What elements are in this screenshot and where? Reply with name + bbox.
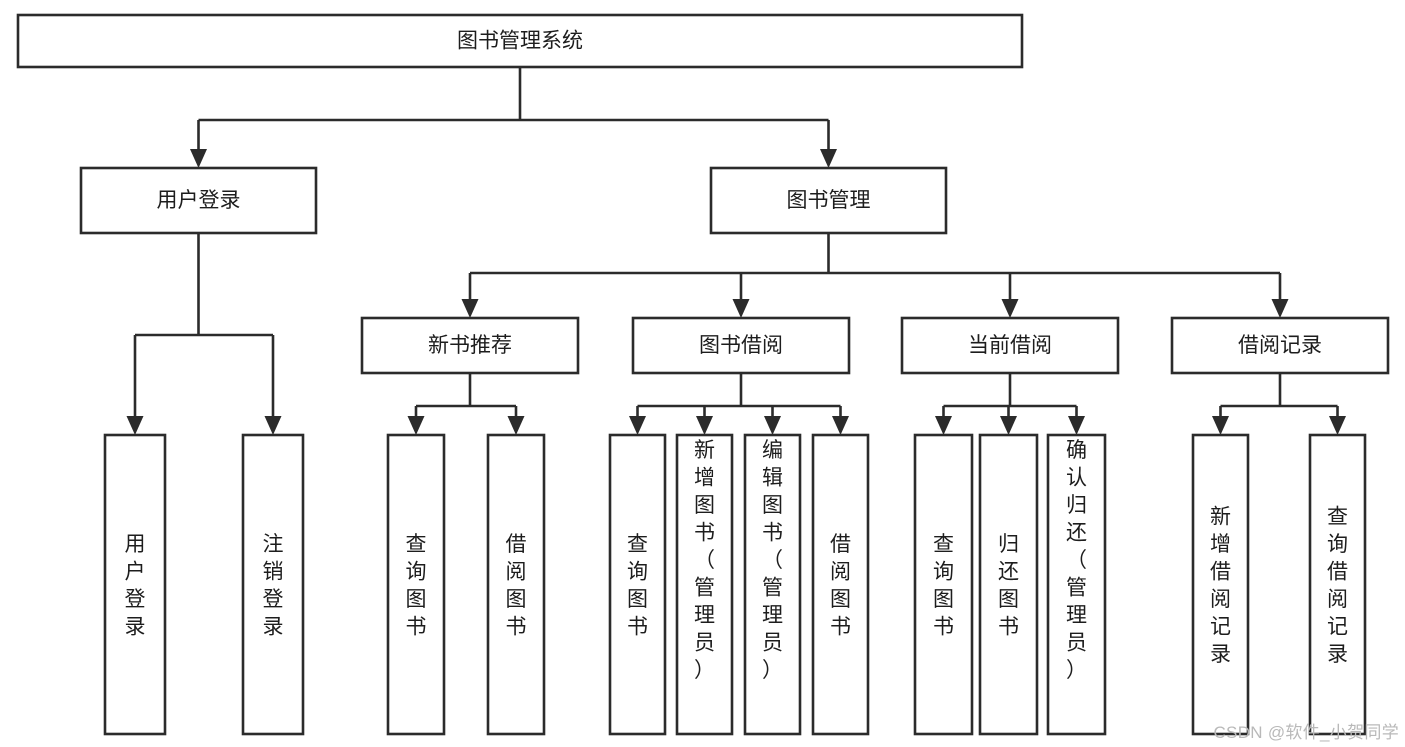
node-label: 查询图书 (933, 533, 954, 639)
arrow-head-icon (1329, 416, 1346, 435)
arrow-head-icon (126, 416, 144, 435)
node-box (103, 433, 167, 736)
watermark-label: CSDN @软件_小贺同学 (1213, 723, 1399, 742)
node-box (1046, 433, 1107, 736)
node-level3-3[interactable]: 借阅记录 (1170, 316, 1390, 375)
node-label: 注销登录 (263, 533, 284, 639)
arrow-head-icon (1001, 299, 1019, 318)
node-label: 图书管理系统 (457, 30, 583, 53)
node-leaf-1[interactable]: 注销登录 (241, 433, 305, 736)
node-layer: 图书管理系统用户登录图书管理新书推荐图书借阅当前借阅借阅记录用户登录注销登录查询… (16, 13, 1390, 736)
node-box (386, 433, 446, 736)
node-label: 查询图书 (627, 533, 648, 639)
node-box (1191, 433, 1250, 736)
node-level2-1[interactable]: 图书管理 (709, 166, 948, 235)
arrow-head-icon (696, 416, 713, 435)
arrow-head-icon (190, 149, 207, 168)
node-label: 确认归还（管理员） (1066, 439, 1087, 682)
node-box (811, 433, 870, 736)
node-box (631, 316, 851, 375)
node-root-0[interactable]: 图书管理系统 (16, 13, 1024, 69)
node-box (16, 13, 1024, 69)
node-leaf-6[interactable]: 编辑图书（管理员） (743, 433, 802, 736)
arrow-head-icon (1212, 416, 1229, 435)
arrow-head-icon (732, 299, 750, 318)
node-label: 借阅记录 (1238, 334, 1322, 357)
node-box (709, 166, 948, 235)
node-label: 图书借阅 (699, 334, 783, 357)
node-box (978, 433, 1039, 736)
node-box (1308, 433, 1367, 736)
arrow-head-icon (264, 416, 282, 435)
node-leaf-10[interactable]: 确认归还（管理员） (1046, 433, 1107, 736)
node-label: 借阅图书 (830, 533, 851, 639)
node-leaf-9[interactable]: 归还图书 (978, 433, 1039, 736)
node-label: 新书推荐 (428, 334, 512, 357)
node-label: 查询借阅记录 (1327, 505, 1348, 666)
node-box (1170, 316, 1390, 375)
arrow-head-icon (507, 416, 525, 435)
node-label: 新增借阅记录 (1210, 505, 1231, 666)
arrow-head-icon (764, 416, 781, 435)
node-leaf-8[interactable]: 查询图书 (913, 433, 974, 736)
node-label: 新增图书（管理员） (694, 439, 715, 682)
node-leaf-3[interactable]: 借阅图书 (486, 433, 546, 736)
arrow-head-icon (935, 416, 952, 435)
arrow-head-icon (1068, 416, 1085, 435)
arrow-head-icon (1000, 416, 1017, 435)
node-leaf-7[interactable]: 借阅图书 (811, 433, 870, 736)
node-label: 图书管理 (787, 189, 871, 212)
node-level2-0[interactable]: 用户登录 (79, 166, 318, 235)
node-box (900, 316, 1120, 375)
node-box (79, 166, 318, 235)
arrow-head-icon (407, 416, 425, 435)
node-leaf-12[interactable]: 查询借阅记录 (1308, 433, 1367, 736)
node-label: 用户登录 (157, 189, 241, 212)
node-leaf-0[interactable]: 用户登录 (103, 433, 167, 736)
node-level3-0[interactable]: 新书推荐 (360, 316, 580, 375)
arrow-head-icon (832, 416, 849, 435)
arrow-head-icon (629, 416, 646, 435)
node-box (675, 433, 734, 736)
node-label: 归还图书 (998, 533, 1019, 639)
connector-layer (126, 67, 1346, 435)
node-leaf-5[interactable]: 新增图书（管理员） (675, 433, 734, 736)
node-box (913, 433, 974, 736)
arrow-head-icon (820, 149, 837, 168)
node-label: 借阅图书 (506, 533, 527, 639)
node-box (241, 433, 305, 736)
arrow-head-icon (1271, 299, 1289, 318)
node-box (743, 433, 802, 736)
node-label: 查询图书 (406, 533, 427, 639)
node-label: 当前借阅 (968, 334, 1052, 357)
node-leaf-11[interactable]: 新增借阅记录 (1191, 433, 1250, 736)
node-box (360, 316, 580, 375)
node-level3-1[interactable]: 图书借阅 (631, 316, 851, 375)
node-box (608, 433, 667, 736)
node-leaf-4[interactable]: 查询图书 (608, 433, 667, 736)
node-label: 用户登录 (125, 533, 146, 639)
node-leaf-2[interactable]: 查询图书 (386, 433, 446, 736)
node-box (486, 433, 546, 736)
arrow-head-icon (461, 299, 479, 318)
node-label: 编辑图书（管理员） (762, 439, 783, 682)
node-level3-2[interactable]: 当前借阅 (900, 316, 1120, 375)
